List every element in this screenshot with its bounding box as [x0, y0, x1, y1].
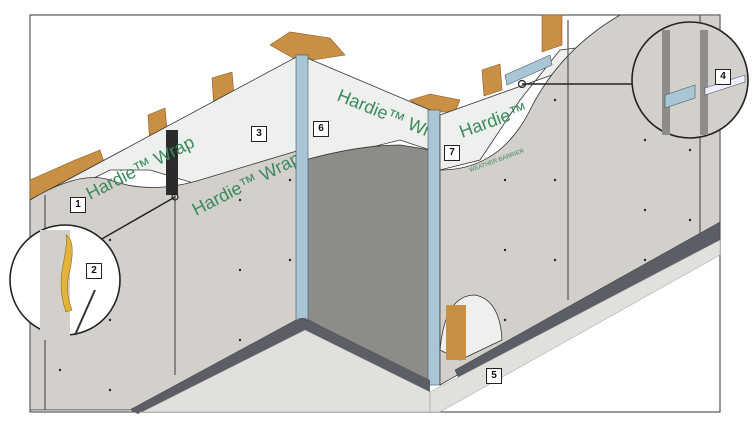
sealant-bead	[60, 234, 73, 313]
timber-stud	[446, 305, 466, 360]
detail-flashing-2	[704, 74, 746, 96]
detail-marker-2	[171, 193, 179, 201]
detail-marker-4	[517, 79, 527, 89]
callout-2: 2	[86, 263, 102, 279]
base-track-left	[130, 318, 305, 414]
callout-7: 7	[444, 145, 460, 161]
metal-stud	[427, 109, 441, 386]
callout-6: 6	[313, 121, 329, 137]
callout-3: 3	[251, 126, 267, 142]
metal-stud	[295, 54, 309, 321]
detail-flashing	[664, 84, 696, 109]
applicator	[74, 289, 96, 336]
callout-1: 1	[70, 197, 86, 213]
sealant-strip	[166, 130, 178, 195]
horizontal-flashing	[504, 54, 553, 86]
callout-5: 5	[486, 368, 502, 384]
callout-4: 4	[715, 69, 731, 85]
detail-joint	[662, 30, 670, 135]
concrete-slab-right	[429, 239, 721, 413]
base-track-middle	[305, 318, 430, 392]
detail-joint	[700, 30, 708, 135]
leader-line-2	[99, 196, 176, 241]
detail-circle-flashing	[631, 21, 749, 139]
